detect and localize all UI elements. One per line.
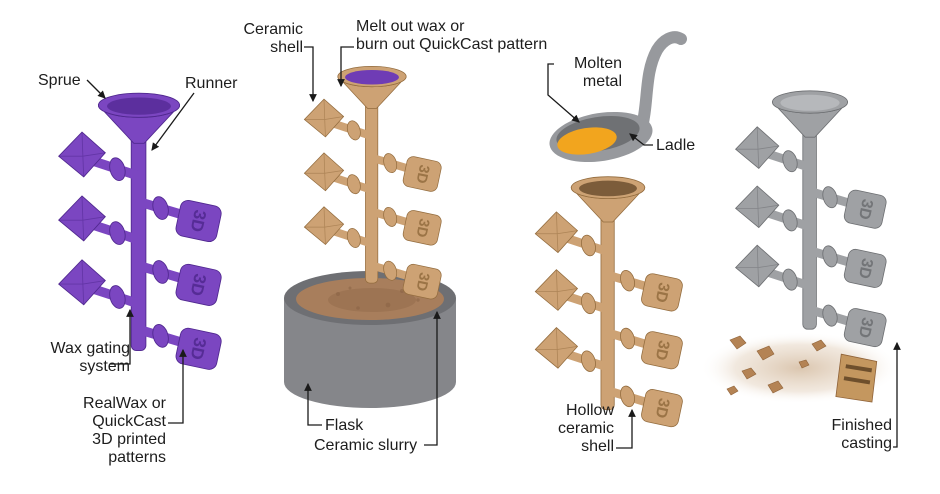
- ladle-handle: [635, 31, 687, 137]
- leader-sprue: [86, 79, 106, 99]
- leader-hollow-shell: [616, 408, 636, 449]
- leader-printed-patterns: [168, 348, 187, 424]
- label-hollow-ceramic-shell: Hollow ceramic shell: [557, 402, 614, 456]
- label-finished-casting: Finished casting: [831, 417, 892, 453]
- label-melt-out: Melt out wax or burn out QuickCast patte…: [356, 18, 548, 54]
- slurry-shading: [328, 288, 416, 312]
- label-wax-gating-system: Wax gating system: [50, 340, 130, 376]
- shell-fragments: [726, 335, 878, 403]
- flask-body: [284, 298, 456, 408]
- label-ceramic-slurry: Ceramic slurry: [314, 437, 418, 454]
- leader-melt-out: [337, 46, 354, 88]
- leader-ceramic-shell: [304, 46, 317, 103]
- broken-shell-piece: [835, 353, 878, 403]
- label-printed-patterns: RealWax or QuickCast 3D printed patterns: [83, 395, 166, 467]
- molten-metal-pool: [557, 127, 617, 155]
- leader-ladle: [629, 133, 653, 146]
- ceramic-shell-tree: [304, 66, 443, 301]
- finished-casting-tree: [735, 90, 888, 349]
- slurry-speckles: [336, 286, 420, 310]
- leader-lines: [86, 46, 901, 449]
- leader-flask: [304, 382, 322, 426]
- leader-ceramic-slurry: [424, 310, 441, 446]
- label-runner: Runner: [185, 75, 238, 92]
- label-flask: Flask: [325, 417, 364, 434]
- leader-molten-metal: [547, 63, 580, 123]
- leader-wax-gating: [110, 308, 134, 365]
- leader-finished-casting: [893, 341, 901, 448]
- wax-pattern-tree: [58, 93, 223, 371]
- label-ladle: Ladle: [656, 137, 696, 154]
- leader-runner: [151, 92, 195, 151]
- label-molten-metal: Molten metal: [573, 55, 622, 91]
- label-ceramic-shell: Ceramic shell: [243, 21, 303, 57]
- hollow-ceramic-shell-tree: [535, 176, 684, 429]
- ladle-group: [549, 31, 687, 163]
- label-sprue: Sprue: [38, 72, 81, 89]
